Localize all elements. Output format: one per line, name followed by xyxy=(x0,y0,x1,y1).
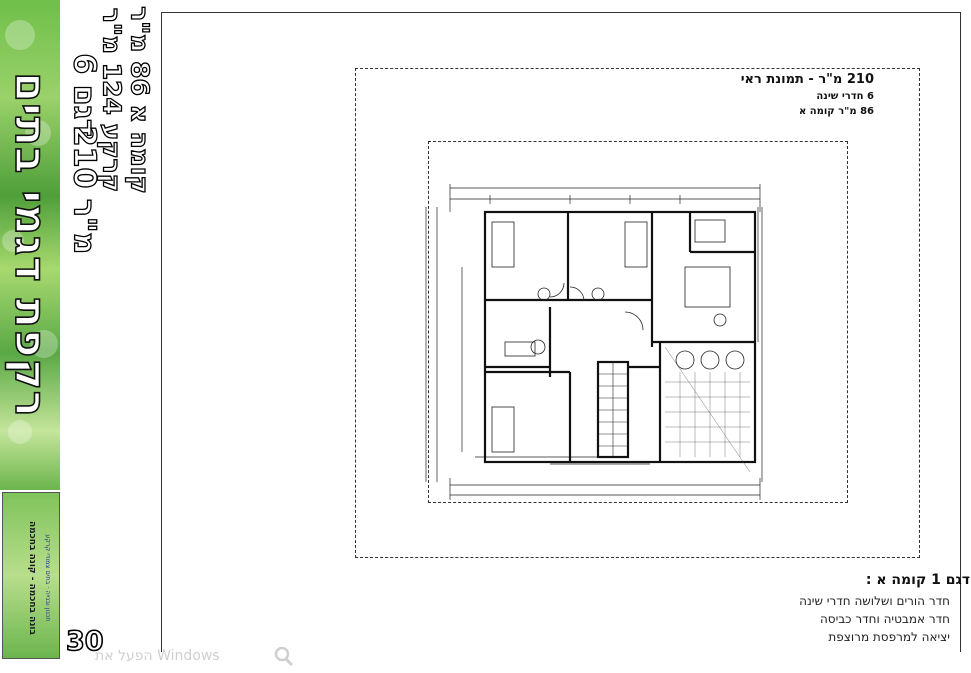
building-line xyxy=(428,141,848,503)
tagline-text: תכנון ובנייה · בתים צמודי קרקע xyxy=(44,534,52,622)
slogan-panel: בונה בחכמה - קונה בחכמה תכנון ובנייה · ב… xyxy=(0,490,60,660)
description-line: חדר הורים ושלושה חדרי שינה xyxy=(799,594,950,608)
model-ground-floor: קרקע 124 מ"ר xyxy=(97,7,127,193)
sheet-border xyxy=(161,12,961,652)
plan-floor-area: 86 מ"ר קומה א xyxy=(798,106,874,117)
plan-bedrooms: 6 חדרי שינה xyxy=(816,91,874,102)
brand-strip: רקפת דגמי בתים xyxy=(0,0,60,490)
model-first-floor: קומה א 86 מ"ר xyxy=(125,6,155,195)
page-number: 30 xyxy=(65,625,104,658)
description-line: חדר אמבטיה וחדר כביסה xyxy=(819,612,950,626)
slogan-text: בונה בחכמה - קונה בחכמה xyxy=(27,520,37,636)
brand-title: רקפת דגמי בתים xyxy=(4,71,56,418)
model-name: דגם 6 xyxy=(66,53,102,138)
description-line: יציאה למרפסת מרוצפת xyxy=(828,630,950,644)
plan-title: 210 מ"ר - תמונת ראי xyxy=(740,72,874,87)
divider-line xyxy=(161,12,162,652)
magnifier-icon xyxy=(274,646,294,667)
description-title: דגם 1 קומה א : xyxy=(865,572,970,588)
activation-watermark: הפעל את Windows xyxy=(95,648,220,664)
slogan-box: בונה בחכמה - קונה בחכמה תכנון ובנייה · ב… xyxy=(2,492,60,659)
model-total-area: 210 מ"ר xyxy=(66,125,102,255)
plot-boundary xyxy=(355,68,920,558)
floor-plan-drawing xyxy=(425,184,763,500)
